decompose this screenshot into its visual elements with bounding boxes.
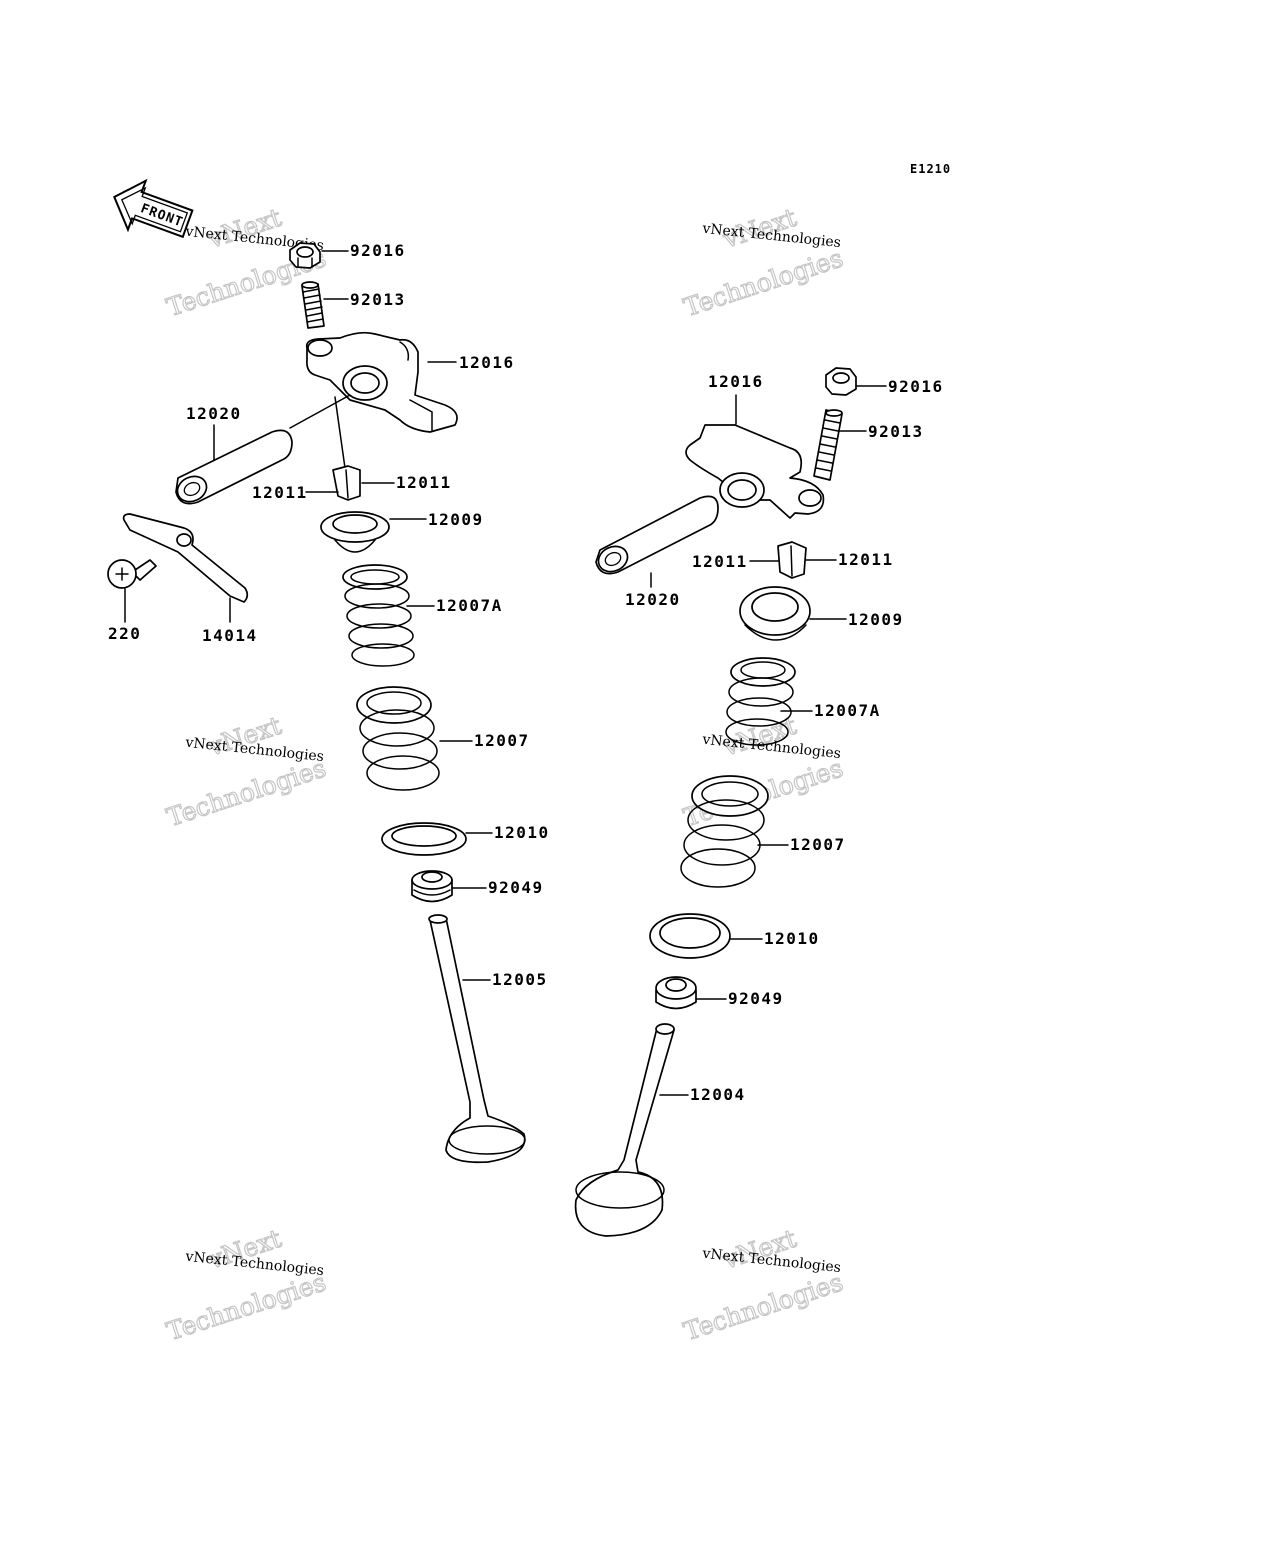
label-left-12010: 12010 (494, 823, 550, 842)
label-left-12007A: 12007A (436, 596, 503, 615)
label-right-12010: 12010 (764, 929, 820, 948)
watermark-2: vNext Technologies vNext Technologies (680, 202, 848, 323)
watermark-3: vNext Technologies vNext Technologies (163, 710, 331, 833)
label-right-12004: 12004 (690, 1085, 746, 1104)
watermark-6: vNext Technologies vNext Technologies (680, 1223, 848, 1347)
label-left-12005: 12005 (492, 970, 548, 989)
left-valve-12005 (428, 914, 526, 1164)
label-left-12020: 12020 (186, 404, 242, 423)
left-cotters-12011 (332, 396, 361, 501)
left-nut-92016 (289, 242, 321, 269)
label-left-12011-b: 12011 (396, 473, 452, 492)
diagram-code: E1210 (910, 162, 951, 176)
left-rocker-shaft-12020 (175, 394, 351, 505)
left-spring-seat-12010 (381, 822, 467, 856)
left-adjust-screw-92013 (301, 281, 325, 329)
leader-lines (124, 250, 887, 1096)
label-right-92016: 92016 (888, 377, 944, 396)
label-right-12009: 12009 (848, 610, 904, 629)
left-plate-14014 (122, 513, 249, 603)
label-right-12011-a: 12011 (692, 552, 748, 571)
label-left-92016: 92016 (350, 241, 406, 260)
label-left-14014: 14014 (202, 626, 258, 645)
svg-text:Technologies: Technologies (680, 1267, 846, 1346)
label-right-12020: 12020 (625, 590, 681, 609)
svg-text:Technologies: Technologies (163, 753, 329, 832)
label-left-12011-a: 12011 (252, 483, 308, 502)
svg-text:Technologies: Technologies (163, 1267, 329, 1346)
label-right-12007A: 12007A (814, 701, 881, 720)
left-stem-seal-92049 (411, 870, 453, 903)
label-right-12016: 12016 (708, 372, 764, 391)
left-rocker-arm-12016 (305, 331, 458, 433)
left-outer-spring-12007 (356, 686, 440, 791)
watermark-5: vNext Technologies vNext Technologies (163, 1223, 331, 1347)
right-retainer-12009 (739, 586, 811, 641)
front-arrow-icon: FRONT (113, 178, 194, 239)
left-inner-spring-12007A (342, 564, 415, 667)
label-left-12009: 12009 (428, 510, 484, 529)
right-rocker-arm-12016 (685, 424, 825, 519)
right-adjust-screw-92013 (813, 409, 843, 481)
label-right-92013: 92013 (868, 422, 924, 441)
label-left-12016: 12016 (459, 353, 515, 372)
left-part-labels: 92016 92013 12016 12020 12011 12011 1200… (108, 241, 550, 989)
right-valve-12004 (574, 1023, 675, 1237)
left-retainer-12009 (320, 511, 390, 553)
right-nut-92016 (825, 367, 857, 396)
label-right-92049: 92049 (728, 989, 784, 1008)
label-right-12011-b: 12011 (838, 550, 894, 569)
label-left-92013: 92013 (350, 290, 406, 309)
right-inner-spring-12007A (725, 657, 796, 746)
right-cotters-12011 (777, 541, 807, 579)
right-stem-seal-92049 (655, 976, 697, 1010)
right-outer-spring-12007 (680, 775, 769, 888)
label-left-12007: 12007 (474, 731, 530, 750)
label-left-92049: 92049 (488, 878, 544, 897)
label-left-220: 220 (108, 624, 141, 643)
left-screw-220 (107, 559, 157, 589)
svg-text:Technologies: Technologies (680, 243, 846, 322)
label-right-12007: 12007 (790, 835, 846, 854)
right-rocker-shaft-12020 (595, 495, 719, 575)
right-part-labels: 12016 92016 92013 12011 12011 12020 1200… (625, 372, 944, 1104)
watermark-4: vNext Technologies vNext Technologies (680, 710, 848, 833)
right-spring-seat-12010 (649, 913, 731, 959)
